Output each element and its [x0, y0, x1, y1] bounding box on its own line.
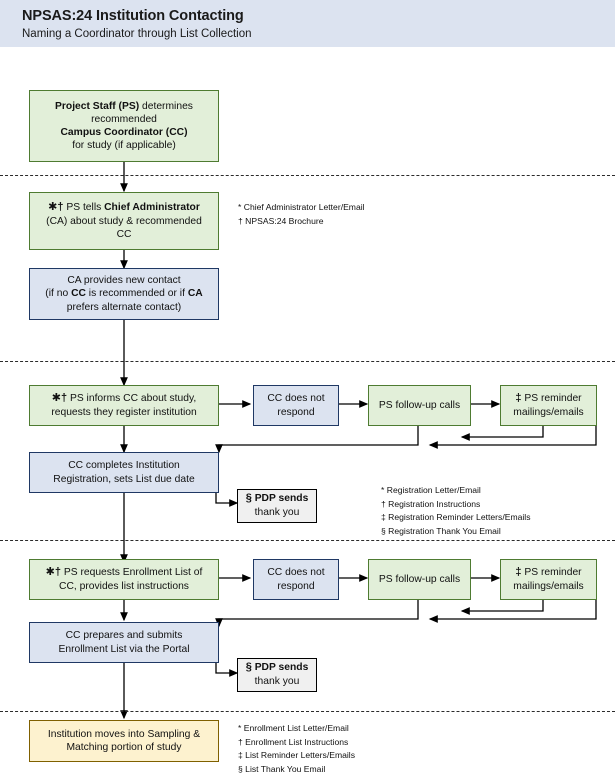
node-text: Project Staff (PS) determines recommende…: [55, 100, 193, 152]
section-divider-2: [0, 361, 615, 362]
legend-item: § List Thank You Email: [238, 763, 326, 774]
node-text: PS follow-up calls: [378, 399, 461, 411]
section-divider-1: [0, 175, 615, 176]
section-mark: §: [245, 492, 252, 505]
legend-item: † Registration Instructions: [381, 498, 481, 509]
node-text: CC completes Institution Registration, s…: [53, 460, 195, 485]
asterisk-dagger-marks: ✱†: [45, 565, 61, 578]
node-cc-completes-registration[interactable]: CC completes Institution Registration, s…: [29, 452, 219, 493]
node-text: CA provides new contact (if no CC is rec…: [45, 275, 203, 313]
node-text: CC does not respond: [267, 567, 325, 592]
node-ps-informs-cc-register[interactable]: ✱† PS informs CC about study, requests t…: [29, 385, 219, 426]
node-cc-submits-enrollment-list[interactable]: CC prepares and submits Enrollment List …: [29, 622, 219, 663]
node-ps-followup-calls-list[interactable]: PS follow-up calls: [368, 559, 471, 600]
legend-item: † NPSAS:24 Brochure: [238, 215, 324, 226]
double-dagger-mark: ‡: [515, 391, 522, 404]
node-text: § PDP sends thank you: [245, 492, 309, 519]
asterisk-dagger-marks: ✱†: [51, 391, 68, 404]
section-divider-3: [0, 540, 615, 541]
double-dagger-mark: ‡: [515, 565, 522, 578]
page-subtitle: Naming a Coordinator through List Collec…: [22, 28, 252, 40]
node-ps-tells-chief-administrator[interactable]: ✱† PS tells Chief Administrator (CA) abo…: [29, 192, 219, 250]
legend-item: * Registration Letter/Email: [381, 485, 481, 495]
node-ps-reminder-mailings-registration[interactable]: ‡ PS reminder mailings/emails: [500, 385, 597, 426]
legend-item: * Enrollment List Letter/Email: [238, 723, 349, 733]
node-text: CC does not respond: [267, 393, 325, 418]
asterisk-dagger-marks: ✱†: [48, 200, 64, 213]
node-institution-moves-to-sampling[interactable]: Institution moves into Sampling & Matchi…: [29, 720, 219, 762]
node-text: § PDP sends thank you: [245, 661, 309, 688]
node-ps-reminder-mailings-list[interactable]: ‡ PS reminder mailings/emails: [500, 559, 597, 600]
section-mark: §: [245, 661, 252, 674]
node-text: ‡ PS reminder mailings/emails: [513, 565, 584, 592]
node-text: Institution moves into Sampling & Matchi…: [47, 728, 201, 753]
legend-item: ‡ List Reminder Letters/Emails: [238, 750, 356, 761]
node-ps-followup-calls-registration[interactable]: PS follow-up calls: [368, 385, 471, 426]
node-ps-requests-enrollment-list[interactable]: ✱† PS requests Enrollment List of CC, pr…: [29, 559, 219, 600]
node-text: PS follow-up calls: [378, 573, 461, 585]
section-divider-4: [0, 711, 615, 712]
node-cc-does-not-respond-list[interactable]: CC does not respond: [253, 559, 339, 600]
node-cc-does-not-respond-registration[interactable]: CC does not respond: [253, 385, 339, 426]
node-pdp-sends-thank-you-registration[interactable]: § PDP sends thank you: [237, 489, 317, 523]
legend-enrollment: * Enrollment List Letter/Email † Enrollm…: [238, 722, 355, 776]
legend-contacting: * Chief Administrator Letter/Email † NPS…: [238, 201, 365, 228]
legend-item: † Enrollment List Instructions: [238, 736, 349, 747]
page-header: NPSAS:24 Institution Contacting Naming a…: [0, 0, 615, 47]
node-text: ‡ PS reminder mailings/emails: [513, 391, 584, 418]
node-text: ✱† PS requests Enrollment List of CC, pr…: [45, 565, 203, 592]
node-ps-determines-coordinator[interactable]: Project Staff (PS) determines recommende…: [29, 90, 219, 162]
legend-item: * Chief Administrator Letter/Email: [238, 202, 365, 212]
node-pdp-sends-thank-you-list[interactable]: § PDP sends thank you: [237, 658, 317, 692]
legend-item: § Registration Thank You Email: [381, 525, 501, 536]
legend-registration: * Registration Letter/Email † Registrati…: [381, 484, 531, 538]
node-text: ✱† PS informs CC about study, requests t…: [51, 391, 197, 418]
page-title: NPSAS:24 Institution Contacting: [22, 8, 244, 24]
node-text: CC prepares and submits Enrollment List …: [58, 630, 190, 655]
legend-item: ‡ Registration Reminder Letters/Emails: [381, 512, 531, 523]
node-ca-provides-new-contact[interactable]: CA provides new contact (if no CC is rec…: [29, 268, 219, 320]
node-text: ✱† PS tells Chief Administrator (CA) abo…: [46, 200, 202, 240]
